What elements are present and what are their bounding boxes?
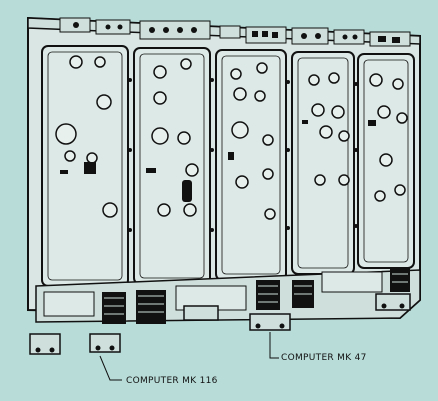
door-3 [215,49,287,281]
label-computer-mk47: COMPUTER MK 47 [281,353,367,363]
top-box-4 [219,25,241,39]
label-computer-mk116: COMPUTER MK 116 [126,376,218,386]
indicator-blocks [60,120,376,202]
top-box-6 [291,27,329,45]
door-2 [133,47,211,285]
top-box-7 [333,29,365,45]
leader-line-mk116 [99,355,122,381]
top-box-2 [95,19,131,35]
top-box-8 [369,31,411,47]
top-knobs [73,22,400,43]
door-inner-lines [47,51,409,281]
door-4 [291,51,355,275]
door-fasteners [128,78,358,232]
door-connectors [55,55,408,220]
mount-bolts [35,303,405,353]
cabinet-doors [41,45,415,287]
top-box-3 [139,20,211,40]
leader-line-mk47 [269,332,279,359]
vent-slats [104,273,408,315]
